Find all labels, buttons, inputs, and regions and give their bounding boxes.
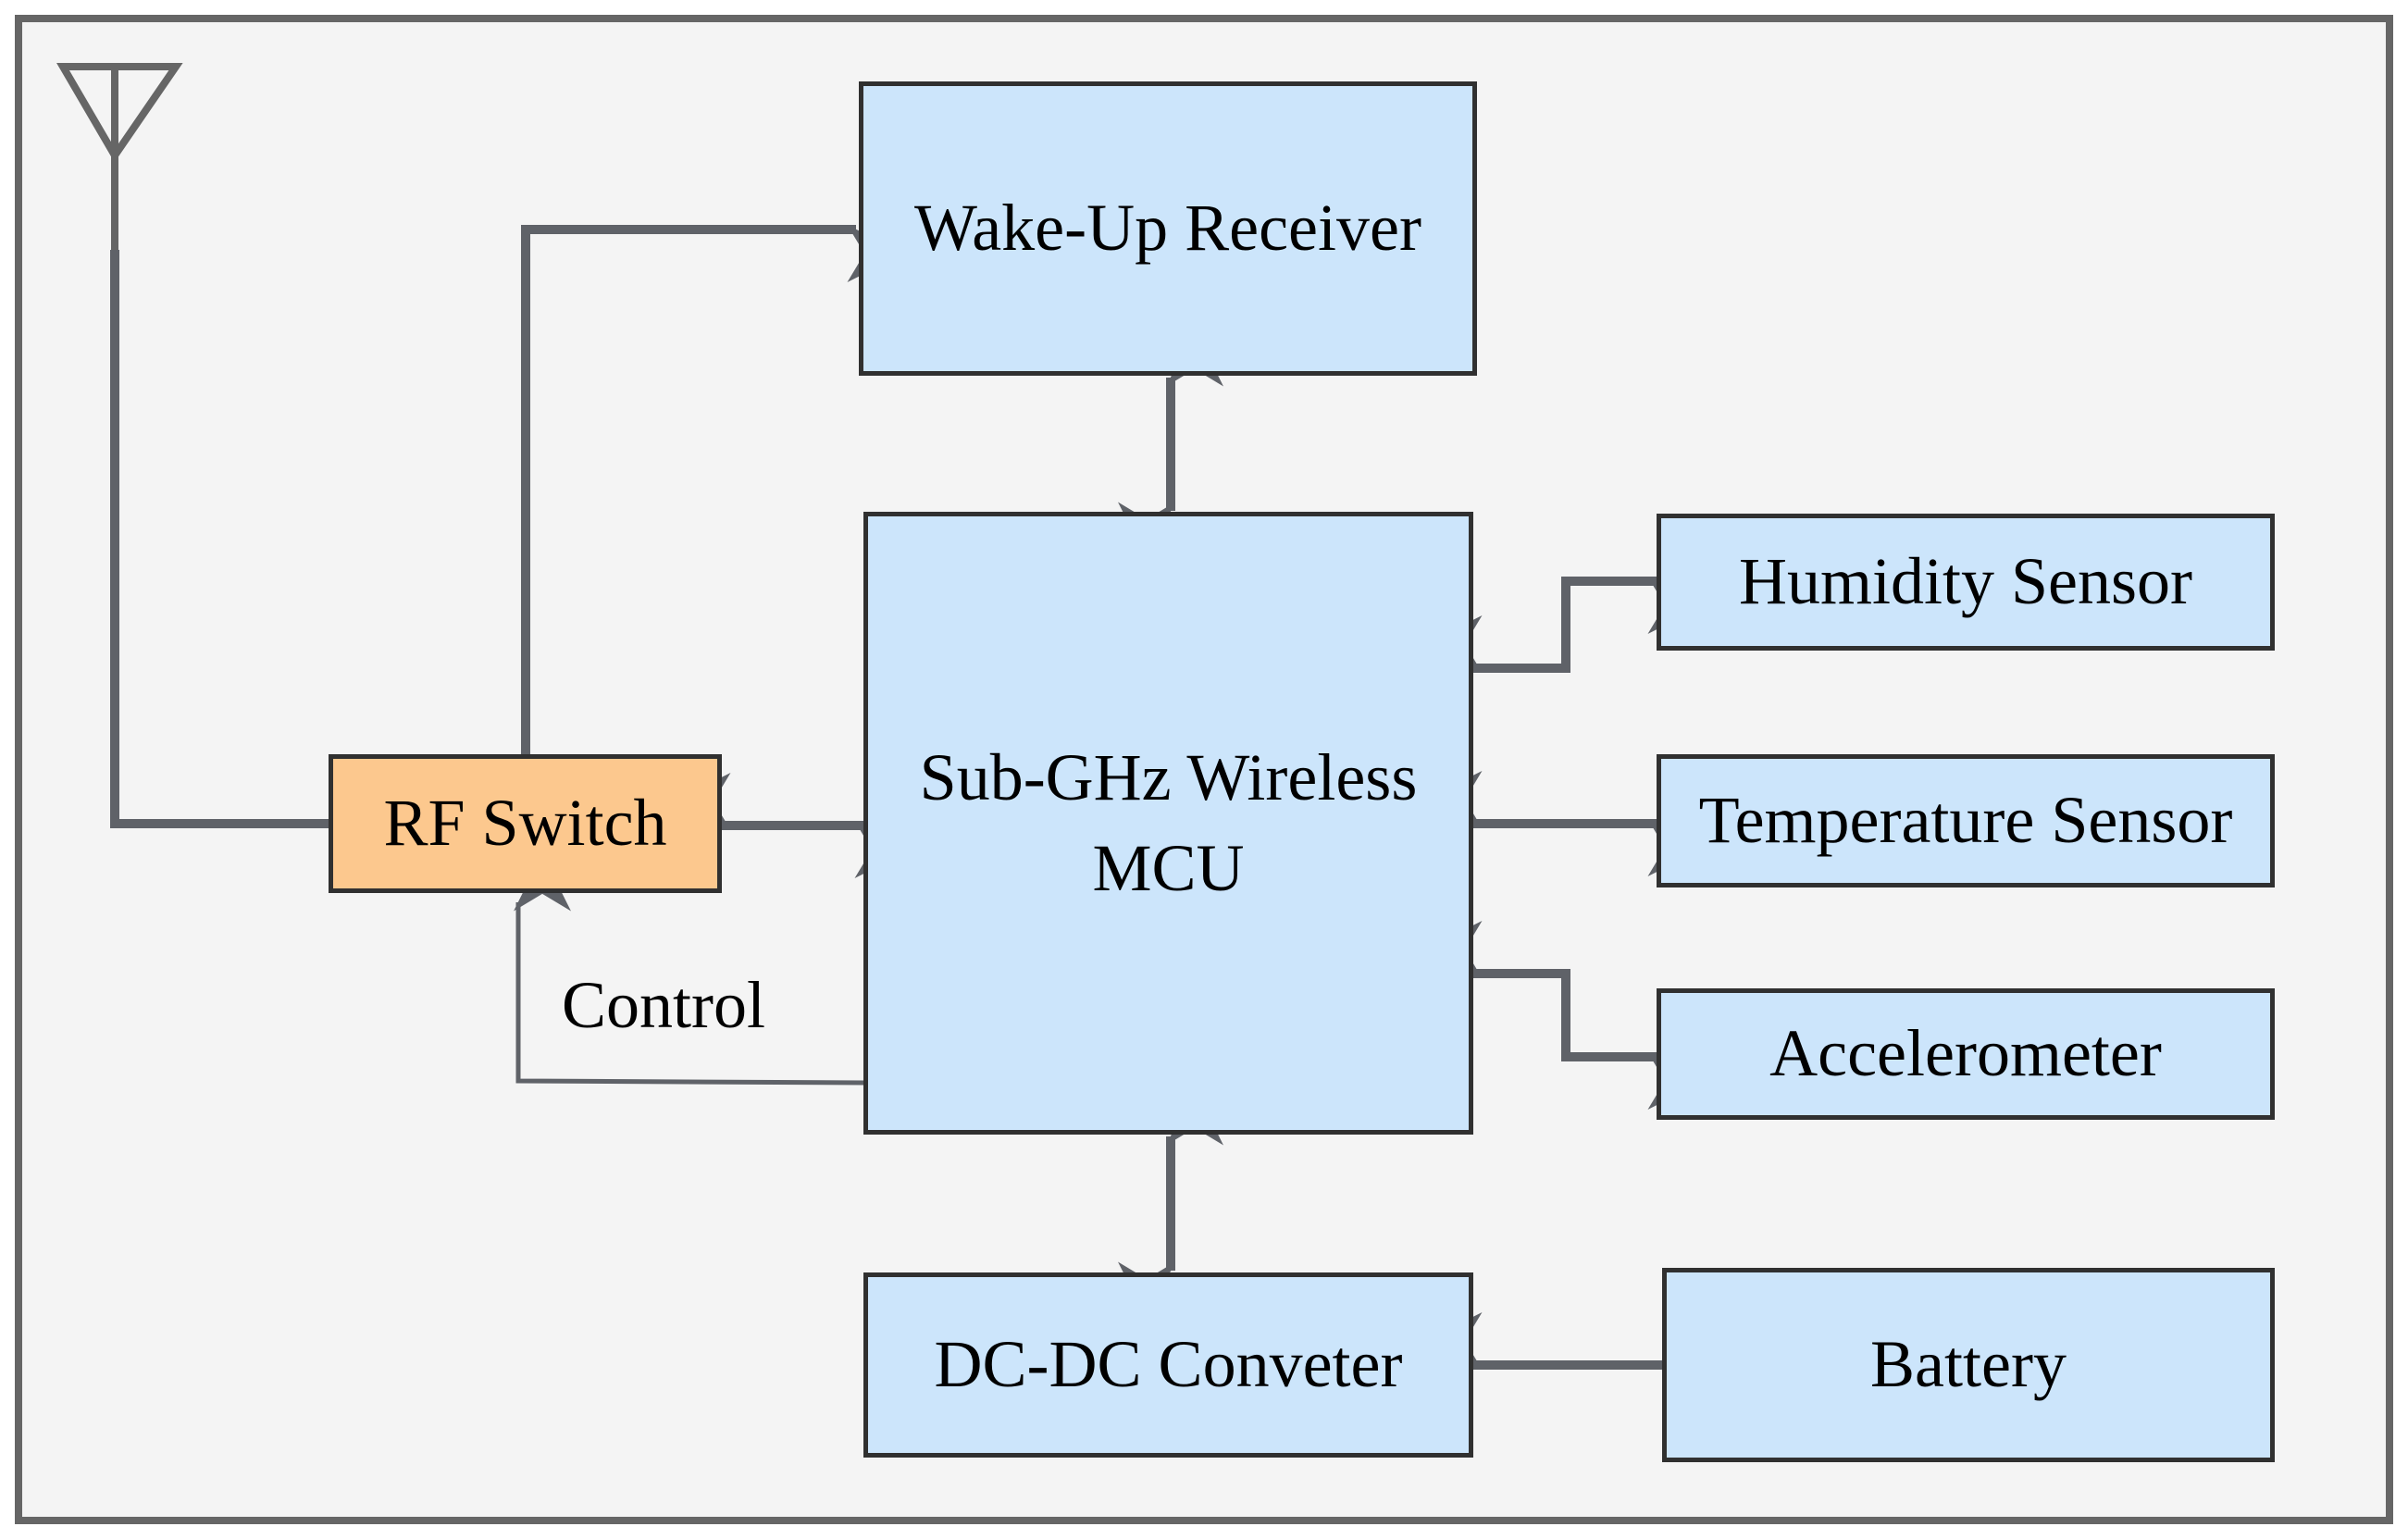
dcdc-converter-label: DC-DC Conveter (934, 1327, 1403, 1402)
rf-switch-label: RF Switch (383, 786, 667, 861)
temperature-sensor-block: Temperature Sensor (1657, 754, 2275, 887)
mcu-accelerometer-arrow (1424, 921, 1706, 1110)
antenna-feed-line (110, 250, 329, 828)
mcu-block: Sub-GHz Wireless MCU (863, 512, 1473, 1135)
humidity-sensor-block: Humidity Sensor (1657, 514, 2275, 651)
antenna-icon (56, 63, 183, 257)
mcu-control-arrow (514, 853, 866, 1086)
connectors (110, 225, 1706, 1370)
accelerometer-label: Accelerometer (1769, 1016, 2162, 1091)
temperature-sensor-label: Temperature Sensor (1698, 783, 2233, 858)
battery-label: Battery (1870, 1327, 2067, 1402)
wakeup-receiver-label: Wake-Up Receiver (914, 191, 1421, 266)
mcu-label-line1: Sub-GHz Wireless (919, 740, 1418, 815)
humidity-sensor-label: Humidity Sensor (1738, 544, 2192, 619)
control-label: Control (562, 968, 766, 1042)
mcu-label-line2: MCU (1092, 830, 1245, 905)
accelerometer-block: Accelerometer (1657, 988, 2275, 1120)
battery-block: Battery (1662, 1268, 2275, 1462)
mcu-humidity-arrow (1424, 577, 1706, 673)
wakeup-receiver-block: Wake-Up Receiver (859, 81, 1477, 376)
rf-switch-block: RF Switch (329, 754, 722, 893)
dcdc-converter-block: DC-DC Conveter (863, 1272, 1473, 1458)
rf-to-wakeup-arrow (521, 225, 905, 754)
